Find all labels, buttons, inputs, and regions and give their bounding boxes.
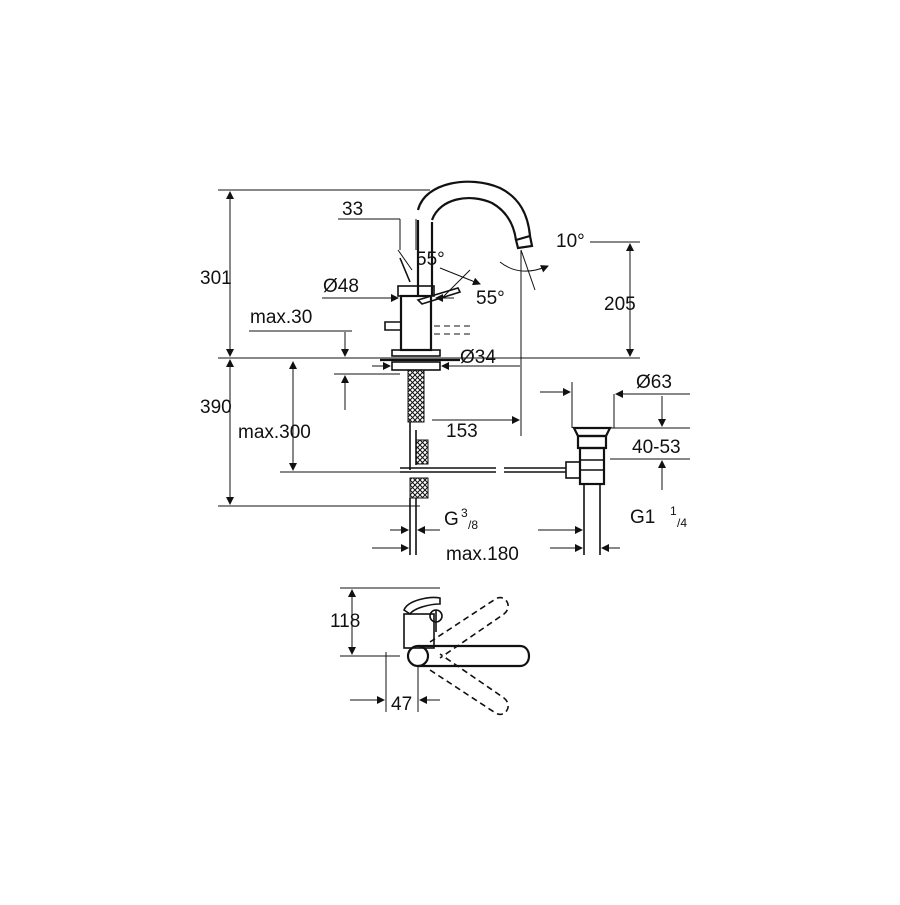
dimension-labels: 301 390 33 Ø48 max.30 max.300 55° 55° 10… [200, 199, 687, 715]
dim-390: 390 [200, 397, 232, 418]
thread-g114: G1 1 /4 [630, 504, 687, 530]
dim-153: 153 [446, 421, 478, 442]
thread-g38: G 3 /8 [444, 506, 478, 532]
angle-55-right: 55° [476, 288, 505, 309]
svg-text:3: 3 [461, 506, 468, 520]
spout-top-main [418, 644, 531, 668]
dim-33: 33 [342, 199, 363, 220]
waste-cap [572, 426, 612, 438]
svg-text:1: 1 [670, 504, 677, 518]
dim-118: 118 [330, 611, 360, 632]
dim-max180: max.180 [446, 544, 519, 565]
dim-max30: max.30 [250, 307, 312, 328]
svg-text:/8: /8 [468, 518, 478, 532]
dim-40-53: 40-53 [632, 437, 681, 458]
dim-48: Ø48 [323, 276, 359, 297]
dim-205: 205 [604, 294, 636, 315]
faucet-side-view [380, 180, 566, 555]
dim-max300: max.300 [238, 422, 311, 443]
dimension-lines [218, 189, 690, 552]
angle-10: 10° [556, 231, 585, 252]
waste-popup [565, 426, 612, 555]
dim-47: 47 [391, 694, 412, 715]
dim-63: Ø63 [636, 372, 672, 393]
svg-text:/4: /4 [677, 516, 687, 530]
faucet-top-view [340, 587, 531, 716]
spout-outer [416, 180, 532, 237]
angle-55-top: 55° [416, 249, 445, 270]
spout-tip [514, 234, 534, 250]
lever [416, 287, 462, 305]
dim-34: Ø34 [460, 347, 496, 368]
svg-text:G1: G1 [630, 507, 655, 528]
spout-inner [430, 196, 518, 241]
dim-301: 301 [200, 268, 232, 289]
fixing-threaded-rod [407, 369, 425, 423]
svg-text:G: G [444, 509, 459, 530]
faucet-body [399, 294, 433, 352]
